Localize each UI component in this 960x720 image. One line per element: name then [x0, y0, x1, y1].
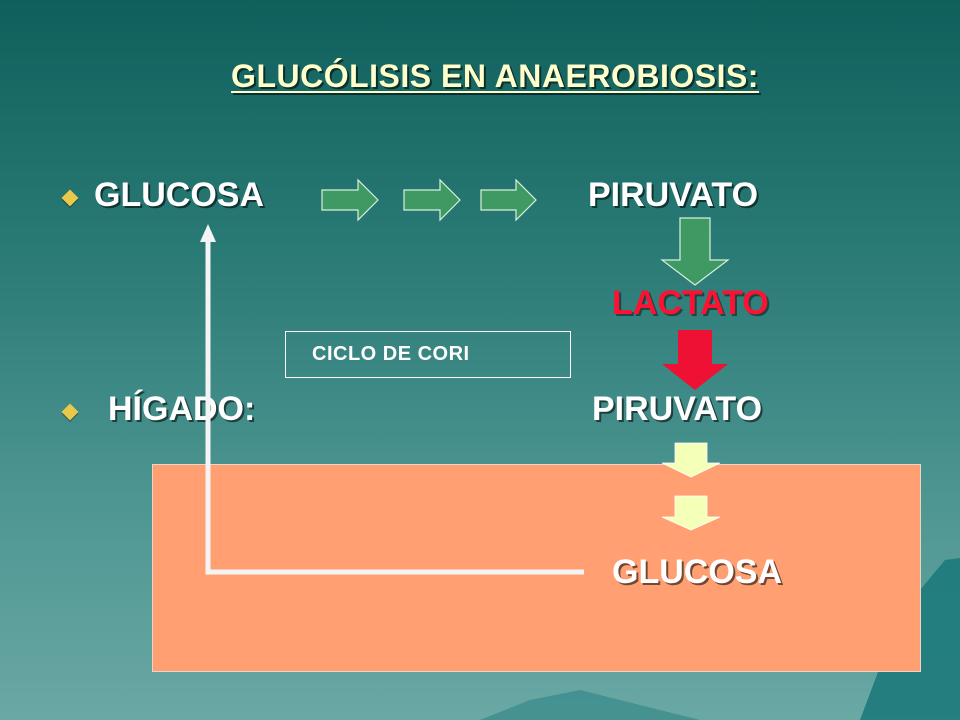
down-arrow-icon: [660, 217, 730, 286]
up-arrow-icon: [200, 224, 584, 575]
label-glucose-start: GLUCOSA: [94, 176, 264, 214]
label-glucose-end: GLUCOSA: [612, 553, 782, 591]
down-arrow-icon: [661, 442, 721, 478]
right-arrow-icon: [321, 178, 379, 222]
label-pyruvate-muscle: PIRUVATO: [588, 176, 759, 214]
label-lactate: LACTATO: [612, 284, 769, 322]
right-arrow-icon: [403, 178, 461, 222]
cori-cycle-box: CICLO DE CORI: [285, 331, 571, 378]
label-liver: HÍGADO:: [108, 390, 256, 428]
slide-title: GLUCÓLISIS EN ANAEROBIOSIS:: [231, 58, 759, 94]
liver-highlight-box: [152, 464, 921, 672]
down-arrow-icon: [661, 495, 721, 531]
label-pyruvate-liver: PIRUVATO: [592, 390, 763, 428]
cori-cycle-label: CICLO DE CORI: [312, 343, 470, 365]
right-arrow-icon: [480, 178, 537, 222]
down-arrow-icon: [662, 330, 728, 390]
